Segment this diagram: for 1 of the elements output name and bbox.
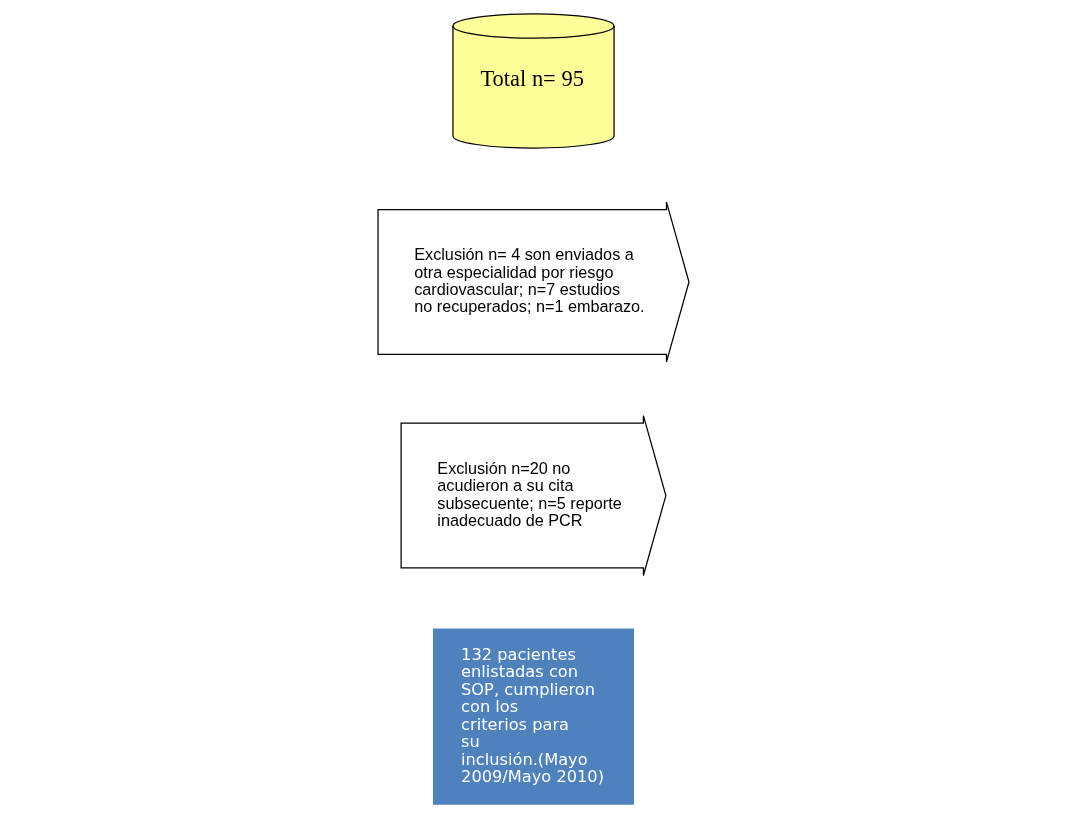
node-box: 132 pacientes enlistadas con SOP, cumplieron con los criterios para su inclusión.(Mayo 2009/Mayo 2010) bbox=[432, 628, 635, 805]
